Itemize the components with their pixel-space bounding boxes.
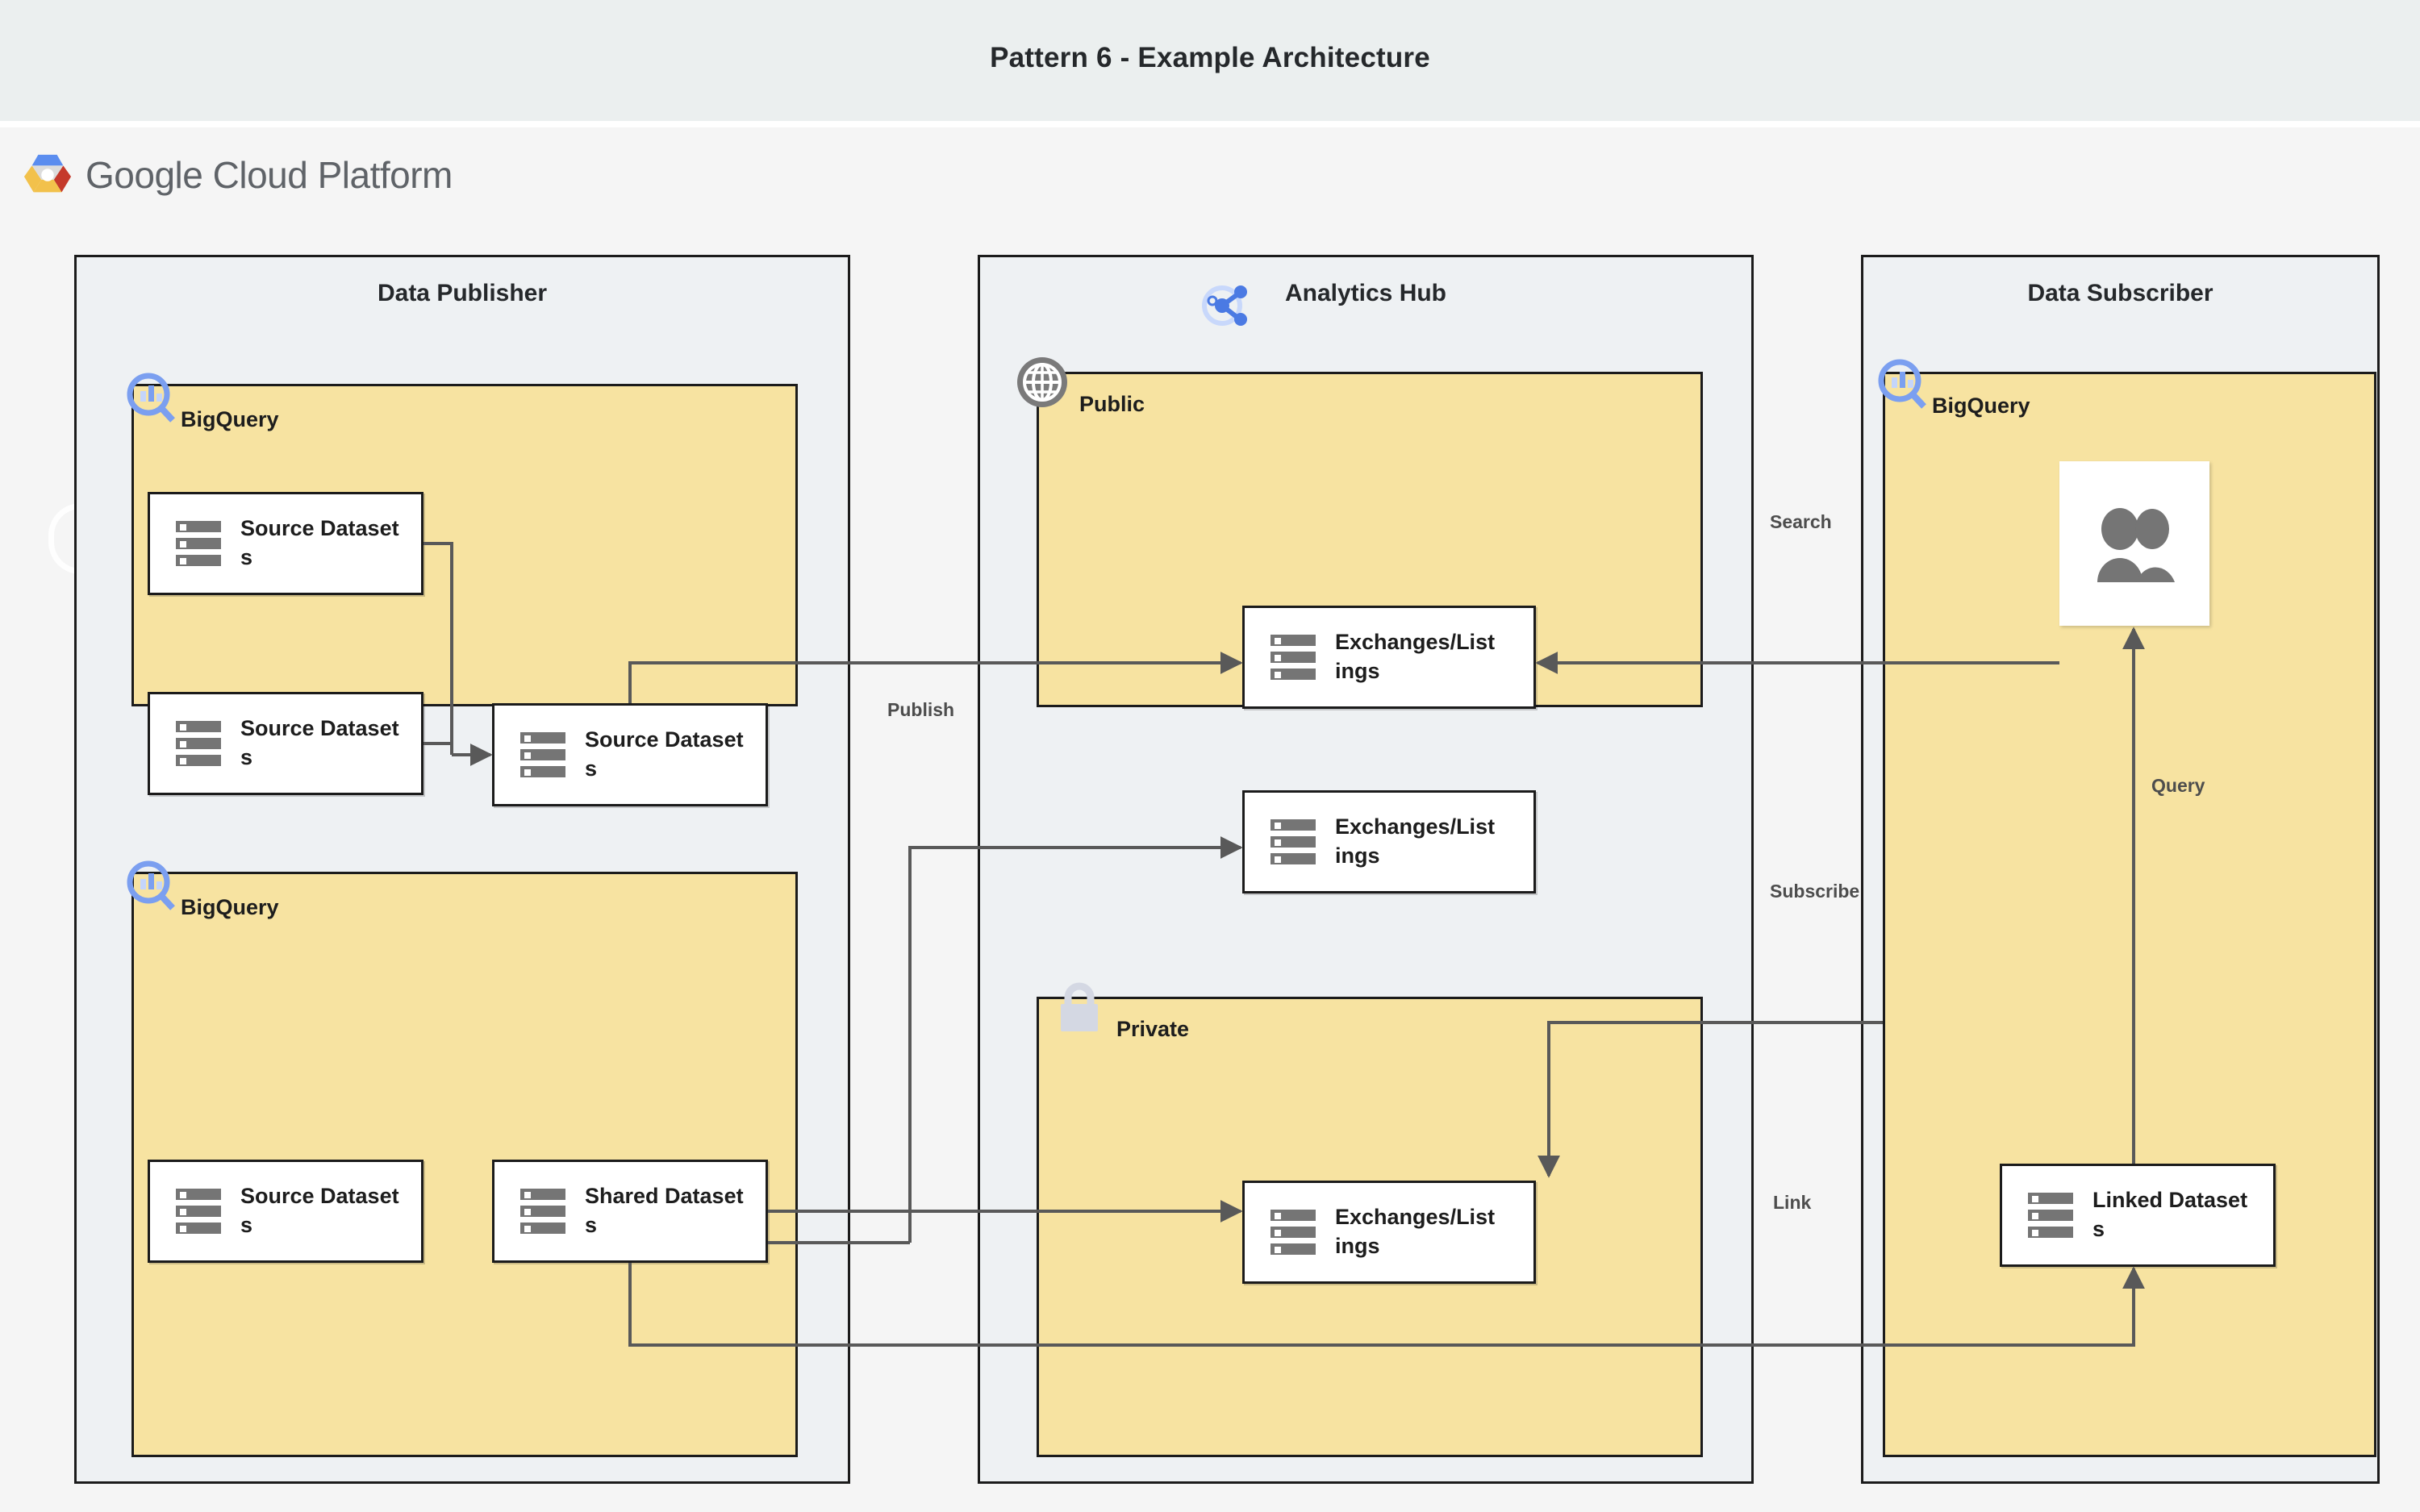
wire-label-search: Search [1770, 511, 1832, 532]
panel-label-private: Private [1116, 1017, 1190, 1041]
node-linked-datasets[interactable]: Linked Datasets [2000, 1164, 2276, 1267]
node-label: Source Datasets [240, 716, 399, 769]
dataset-stack-icon [520, 732, 565, 777]
node-exchanges-listings-public-1[interactable]: Exchanges/Listings [1242, 606, 1536, 709]
wire-label-publish: Publish [887, 699, 955, 720]
brand-name-secondary: Cloud Platform [212, 154, 453, 196]
dataset-stack-icon [520, 1189, 565, 1234]
node-source-datasets-lower[interactable]: Source Datasets [148, 1160, 424, 1263]
page-title: Pattern 6 - Example Architecture [990, 42, 1430, 73]
node-source-datasets-a[interactable]: Source Datasets [148, 492, 424, 595]
node-source-datasets-b[interactable]: Source Datasets [148, 692, 424, 795]
panel-label-public: Public [1079, 392, 1145, 416]
panel-label-bigquery-publisher-bottom: BigQuery [181, 895, 279, 919]
node-label: Linked Datasets [2092, 1188, 2248, 1241]
lock-icon [1057, 981, 1102, 1033]
bigquery-magnifier-icon [123, 370, 179, 427]
analytics-hub-share-icon [1200, 279, 1253, 332]
node-label: Source Datasets [585, 727, 744, 781]
dataset-stack-icon [176, 721, 221, 766]
node-exchanges-listings-private[interactable]: Exchanges/Listings [1242, 1181, 1536, 1284]
dataset-stack-icon [1270, 635, 1316, 680]
dataset-stack-icon [1270, 1210, 1316, 1255]
group-title-data-publisher: Data Publisher [377, 280, 548, 306]
google-cloud-hexagon-icon [23, 150, 73, 200]
globe-icon [1016, 356, 1068, 408]
users-group-icon [2097, 508, 2175, 582]
group-title-data-subscriber: Data Subscriber [2027, 280, 2213, 306]
bigquery-magnifier-icon [1874, 356, 1930, 413]
group-title-analytics-hub: Analytics Hub [1284, 280, 1447, 306]
title-band: Pattern 6 - Example Architecture [0, 0, 2420, 121]
decorative-arc [48, 503, 97, 574]
node-label: Shared Datasets [585, 1184, 744, 1237]
bigquery-magnifier-icon [123, 858, 179, 914]
node-label: Exchanges/Listings [1335, 814, 1496, 868]
node-label: Source Datasets [240, 516, 399, 569]
brand-name-primary: Google [86, 154, 203, 196]
node-source-datasets-merge[interactable]: Source Datasets [492, 703, 768, 806]
dataset-stack-icon [176, 1189, 221, 1234]
dataset-stack-icon [176, 521, 221, 566]
wire-label-query: Query [2151, 775, 2205, 796]
node-users-group[interactable] [2059, 461, 2209, 626]
wire-label-link: Link [1773, 1192, 1812, 1213]
dataset-stack-icon [2028, 1193, 2073, 1238]
node-label: Exchanges/Listings [1335, 630, 1496, 683]
panel-label-bigquery-publisher-top: BigQuery [181, 407, 279, 431]
panel-label-bigquery-subscriber: BigQuery [1932, 394, 2030, 418]
dataset-stack-icon [1270, 819, 1316, 864]
node-label: Source Datasets [240, 1184, 399, 1237]
brand-name: Google Cloud Platform [86, 153, 453, 197]
node-label: Exchanges/Listings [1335, 1205, 1496, 1258]
node-exchanges-listings-public-2[interactable]: Exchanges/Listings [1242, 790, 1536, 893]
node-shared-datasets[interactable]: Shared Datasets [492, 1160, 768, 1263]
google-cloud-platform-logo: Google Cloud Platform [23, 150, 453, 200]
wire-label-subscribe: Subscribe [1770, 881, 1860, 902]
diagram-canvas: Google Cloud Platform Data Publisher B [0, 127, 2420, 1512]
